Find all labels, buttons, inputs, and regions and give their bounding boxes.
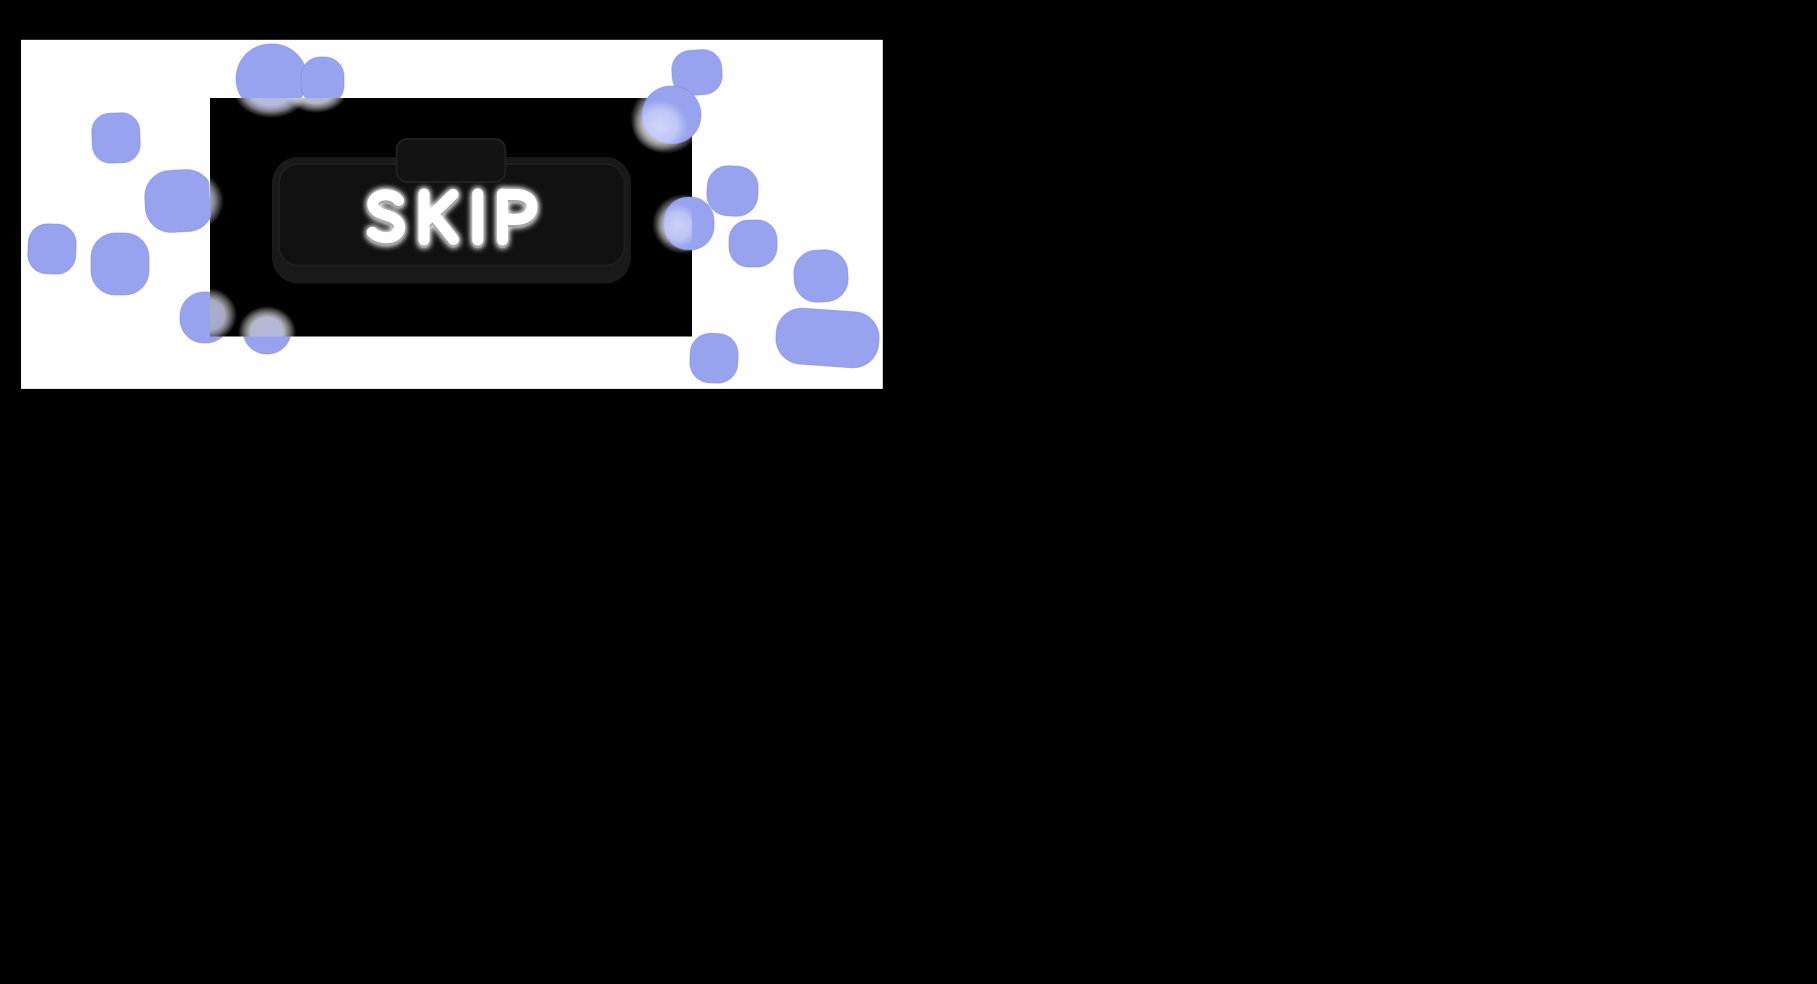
ink-smear-top-layer — [632, 100, 692, 248]
skip-label: SKIP — [358, 175, 545, 259]
ink-blob-layer — [27, 43, 881, 384]
skip-letter-K — [427, 208, 459, 245]
ink-smear — [656, 204, 692, 248]
skip-letter-P — [497, 189, 538, 225]
ink-blob[interactable] — [242, 306, 292, 355]
ink-blob[interactable] — [300, 56, 345, 106]
skip-letter-S — [366, 189, 406, 244]
ink-blob[interactable] — [235, 43, 308, 114]
ink-blob[interactable] — [90, 232, 150, 296]
skip-label-art — [366, 188, 538, 248]
ink-blob[interactable] — [27, 223, 77, 275]
ink-blob[interactable] — [670, 48, 723, 96]
ink-smear — [632, 100, 688, 152]
ink-blob[interactable] — [774, 306, 881, 369]
ink-blob[interactable] — [689, 332, 739, 384]
ink-blob[interactable] — [728, 219, 778, 268]
skip-button[interactable]: SKIP — [272, 138, 631, 284]
ink-blob[interactable] — [143, 168, 214, 233]
ink-blob[interactable] — [91, 112, 141, 164]
ink-blob[interactable] — [793, 249, 850, 304]
ink-blob[interactable] — [706, 165, 760, 218]
skip-button-tab — [395, 138, 507, 183]
ink-blob[interactable] — [179, 291, 231, 344]
